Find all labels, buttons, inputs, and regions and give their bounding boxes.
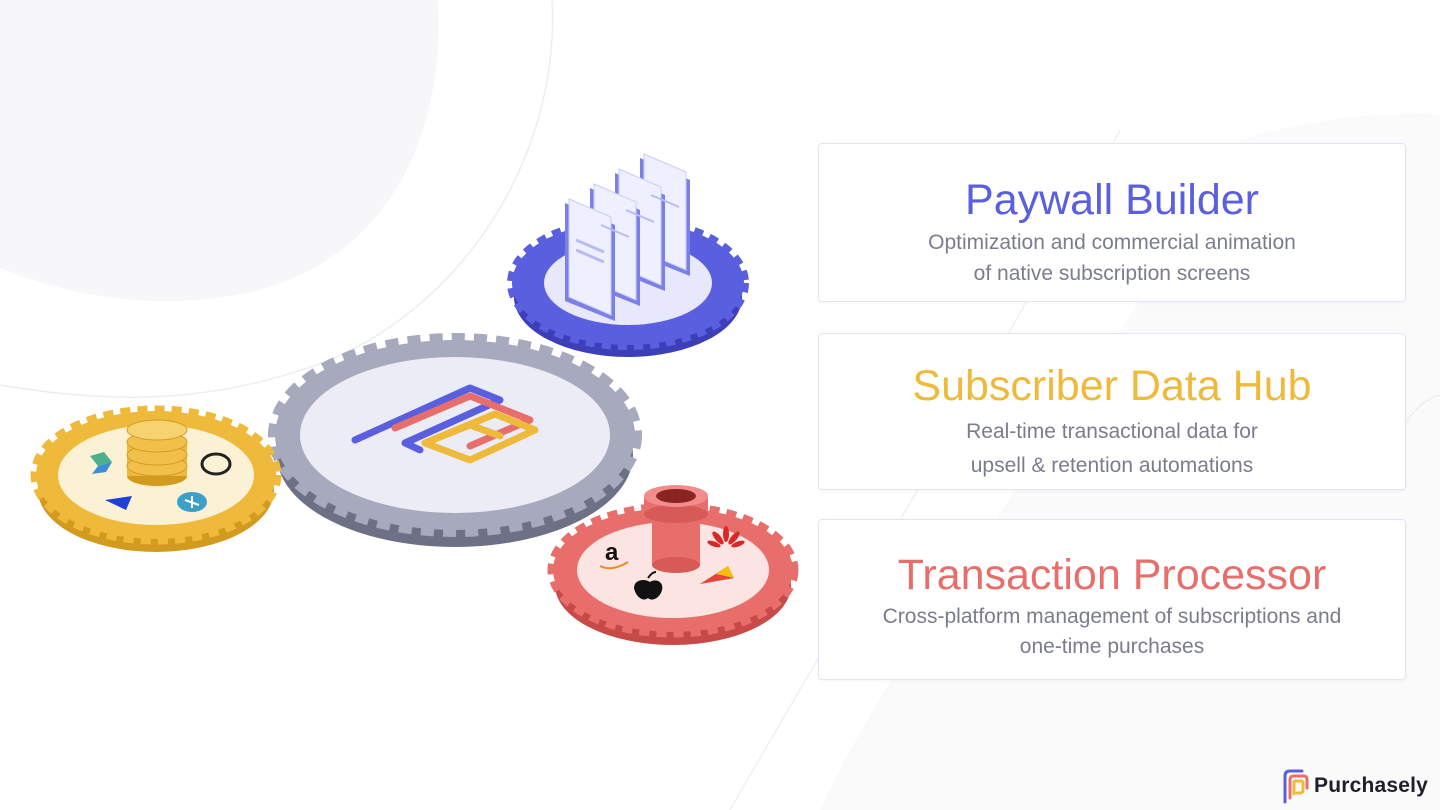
phone-mockups-icon bbox=[565, 153, 690, 516]
brand-logo: Purchasely bbox=[1282, 768, 1428, 804]
paywall-builder-card: Paywall Builder Optimization and commerc… bbox=[818, 143, 1406, 302]
card-description-line: Optimization and commercial animation bbox=[928, 231, 1296, 254]
play-store-icon bbox=[700, 566, 734, 584]
integration-icons bbox=[90, 452, 232, 512]
store-icons: a bbox=[599, 526, 745, 600]
card-description-line: of native subscription screens bbox=[973, 262, 1251, 285]
subscriber-data-hub-card: Subscriber Data Hub Real-time transactio… bbox=[818, 333, 1406, 490]
card-title: Transaction Processor bbox=[897, 551, 1327, 599]
pipe-icon bbox=[644, 485, 708, 573]
svg-text:a: a bbox=[605, 539, 619, 566]
transaction-processor-card: Transaction Processor Cross-platform man… bbox=[818, 519, 1406, 680]
gears-illustration: a bbox=[30, 153, 799, 645]
card-description-line: Real-time transactional data for bbox=[966, 420, 1258, 443]
brand-name: Purchasely bbox=[1314, 774, 1429, 797]
huawei-icon bbox=[707, 526, 745, 548]
coin-stack-icon bbox=[126, 419, 188, 486]
card-description-line: one-time purchases bbox=[1019, 635, 1205, 658]
card-title: Paywall Builder bbox=[965, 176, 1259, 224]
card-title: Subscriber Data Hub bbox=[912, 362, 1312, 410]
core-logo-icon bbox=[351, 384, 539, 464]
card-description-line: upsell & retention automations bbox=[970, 454, 1254, 477]
purchasely-logo-icon bbox=[1283, 769, 1309, 804]
core-gear bbox=[268, 333, 642, 547]
card-description-line: Cross-platform management of subscriptio… bbox=[882, 605, 1342, 628]
